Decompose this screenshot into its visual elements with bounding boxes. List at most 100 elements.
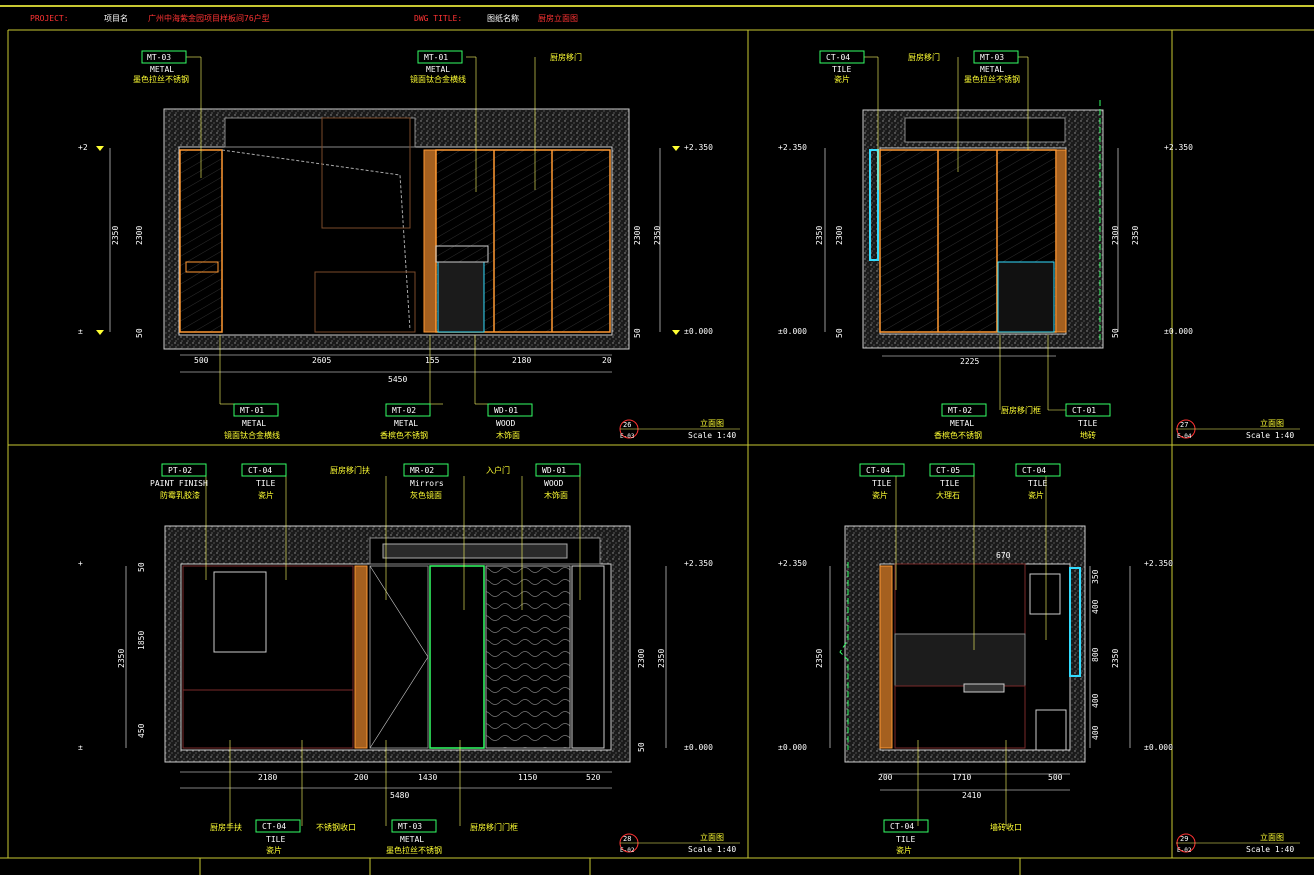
tag-b4-material: METAL	[400, 835, 424, 844]
dim-2180: 2180	[258, 773, 277, 782]
dim-200: 200	[354, 773, 369, 782]
tag-t4-desc: 灰色镜面	[410, 490, 442, 500]
level-right-top: +2.350	[684, 143, 713, 152]
dim-left-2350: 2350	[111, 226, 120, 245]
project-name: 广州中海紫金园项目样板间76户型	[148, 13, 270, 23]
dim-right-2350: 2350	[1131, 226, 1140, 245]
tag-b1-desc: 香槟色不锈钢	[934, 430, 982, 440]
level-right-top: +2.350	[1164, 143, 1193, 152]
level-left-top: +	[78, 559, 83, 568]
tag-t3: CT-04	[1022, 466, 1046, 475]
tag-b3-material: TILE	[1078, 419, 1097, 428]
level-right-bottom: ±0.000	[1144, 743, 1173, 752]
dim-right-800: 800	[1091, 647, 1100, 662]
dim-right-2300: 2300	[1111, 226, 1120, 245]
view-scale: Scale 1:40	[688, 431, 736, 440]
level-left-top: +2	[78, 143, 88, 152]
dim-520: 520	[586, 773, 601, 782]
tag-t1-desc: 瓷片	[834, 74, 850, 84]
dim-500: 500	[194, 356, 209, 365]
tag-b5: 厨房移门门框	[470, 822, 518, 832]
level-left-bottom: ±	[78, 327, 83, 336]
tag-t3: 厨房移门扶	[330, 465, 370, 475]
dim-left-50: 50	[835, 328, 844, 338]
tag-t5: 入户门	[486, 465, 510, 475]
tag-b1: MT-01	[240, 406, 264, 415]
tag-t3-material: METAL	[980, 65, 1004, 74]
tag-b1: MT-02	[948, 406, 972, 415]
view-ref: E-02	[620, 847, 635, 854]
view-number: 27	[1180, 421, 1188, 429]
view-scale: Scale 1:40	[1246, 845, 1294, 854]
tag-b1: CT-04	[890, 822, 914, 831]
level-left-bottom: ±0.000	[778, 743, 807, 752]
tag-t2-desc: 瓷片	[258, 490, 274, 500]
tag-t1-material: TILE	[832, 65, 851, 74]
dim-155: 155	[425, 356, 440, 365]
tag-t3-desc: 墨色拉丝不锈钢	[964, 74, 1020, 84]
tag-top2-desc: 镜面钛合金横线	[410, 74, 466, 84]
dim-1710: 1710	[952, 773, 971, 782]
dim-1430: 1430	[418, 773, 437, 782]
title-block-header: PROJECT: 项目名 广州中海紫金园项目样板间76户型 DWG TITLE:…	[30, 13, 578, 23]
dim-2410: 2410	[962, 791, 981, 800]
dim-2180: 2180	[512, 356, 531, 365]
tag-t2: 厨房移门	[908, 52, 940, 62]
tag-t1: PT-02	[168, 466, 192, 475]
dim-1150: 1150	[518, 773, 537, 782]
level-left-top: +2.350	[778, 143, 807, 152]
dim-right-400a: 400	[1091, 599, 1100, 614]
level-right-bottom: ±0.000	[684, 327, 713, 336]
tag-t2: CT-04	[248, 466, 272, 475]
tag-b3: 不锈钢收口	[316, 822, 356, 832]
view-number: 29	[1180, 835, 1188, 843]
tag-t2-material: TILE	[256, 479, 275, 488]
tag-t2-material: TILE	[940, 479, 959, 488]
view-title: 立面图	[1260, 418, 1284, 428]
dim-5480: 5480	[390, 791, 409, 800]
elevation-view-28: 2180 200 1430 1150 520 5480 2350 1850 45…	[78, 463, 740, 855]
dim-2605: 2605	[312, 356, 331, 365]
tag-t6-material: WOOD	[544, 479, 563, 488]
dim-500: 500	[1048, 773, 1063, 782]
view-title: 立面图	[700, 418, 724, 428]
tag-t6-desc: 木饰面	[544, 490, 568, 500]
tag-b4: MT-03	[398, 822, 422, 831]
tag-b2-material: TILE	[266, 835, 285, 844]
view-ref: E-03	[620, 433, 635, 440]
tag-b3-desc: 木饰面	[496, 430, 520, 440]
dim-right-2350: 2350	[653, 226, 662, 245]
dim-right-50: 50	[633, 328, 642, 338]
dim-5450: 5450	[388, 375, 407, 384]
tag-b2-desc: 香槟色不锈钢	[380, 430, 428, 440]
tag-b1-material: METAL	[242, 419, 266, 428]
dim-2225: 2225	[960, 357, 979, 366]
tag-t4: MR-02	[410, 466, 434, 475]
dim-left-450: 450	[137, 723, 146, 738]
dwg-cn-label: 图纸名称	[487, 13, 519, 23]
view-number: 26	[623, 421, 631, 429]
tag-b3: CT-01	[1072, 406, 1096, 415]
tag-b2: 墙砖收口	[990, 822, 1022, 832]
view-scale: Scale 1:40	[1246, 431, 1294, 440]
elevation-view-29: 670 200 1710 500 2410 2350 350 400 800 4…	[778, 463, 1300, 855]
tag-t1-desc: 瓷片	[872, 490, 888, 500]
dim-right-400c: 400	[1091, 725, 1100, 740]
dim-left-2350: 2350	[815, 649, 824, 668]
view-number: 28	[623, 835, 631, 843]
tag-top3: 厨房移门	[550, 52, 582, 62]
tag-b1-material: TILE	[896, 835, 915, 844]
tag-b3-material: WOOD	[496, 419, 515, 428]
view-ref: E-02	[1177, 847, 1192, 854]
dim-right-50: 50	[1111, 328, 1120, 338]
dim-200: 200	[878, 773, 893, 782]
dwg-name: 厨房立面图	[538, 13, 578, 23]
level-right-top: +2.350	[1144, 559, 1173, 568]
view-title: 立面图	[1260, 832, 1284, 842]
dim-right-350: 350	[1091, 569, 1100, 584]
dim-right-50: 50	[637, 742, 646, 752]
dim-left-2350: 2350	[815, 226, 824, 245]
dim-right-2300: 2300	[637, 649, 646, 668]
elevation-view-26: 500 2605 155 2180 20 5450 2350 2300 50 2…	[78, 50, 740, 440]
